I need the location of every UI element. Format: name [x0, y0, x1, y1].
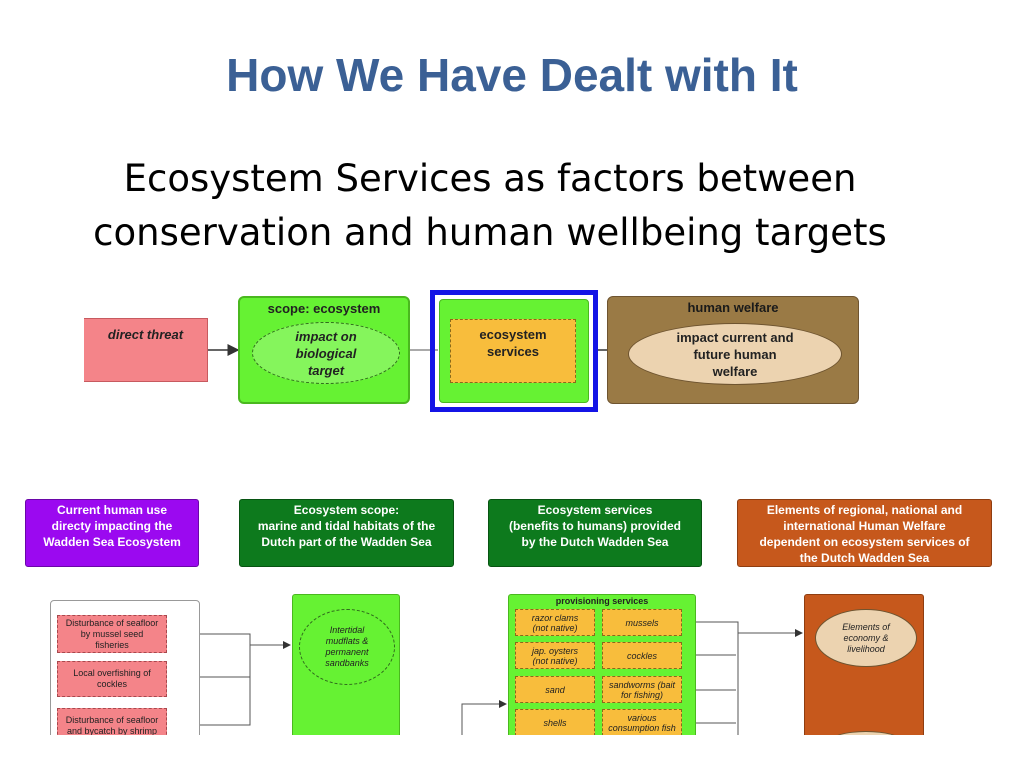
- threat-mussel-seed: Disturbance of seafloor by mussel seed f…: [57, 615, 167, 653]
- header-ecosystem-scope: Ecosystem scope: marine and tidal habita…: [239, 499, 454, 567]
- bottom-margin: [0, 735, 1024, 768]
- service-line: consumption fish: [608, 722, 676, 733]
- header-line: dependent on ecosystem services of: [759, 535, 970, 549]
- economy-line: Elements of: [842, 621, 890, 632]
- ellipse-line: impact on: [295, 328, 357, 344]
- threat-line: Local overfishing of: [73, 668, 151, 678]
- ellipse-line: biological: [295, 345, 357, 361]
- connector-threat-1: [167, 633, 291, 649]
- header-human-welfare: Elements of regional, national and inter…: [737, 499, 992, 567]
- subtitle-line-2: conservation and human wellbeing targets: [93, 211, 887, 254]
- services-line: ecosystem: [479, 327, 547, 342]
- header-line: Current human use: [56, 503, 167, 517]
- service-line: mussels: [625, 617, 659, 628]
- subtitle-line-1: Ecosystem Services as factors between: [123, 157, 857, 200]
- ellipse-line: future human: [693, 346, 777, 362]
- habitat-line: permanent: [325, 647, 369, 657]
- economy-line: livelihood: [847, 643, 885, 654]
- services-highlight-frame: [430, 290, 598, 412]
- slide-subtitle: Ecosystem Services as factors between co…: [60, 152, 920, 260]
- threat-overfishing-cockles: Local overfishing of cockles: [57, 661, 167, 697]
- service-line: sandworms (bait: [608, 679, 676, 690]
- header-line: Ecosystem scope:: [293, 503, 400, 517]
- service-shells: shells: [515, 709, 595, 736]
- human-welfare-box: human welfare impact current and future …: [607, 296, 859, 404]
- header-line: marine and tidal habitats of the: [257, 519, 436, 533]
- service-line: razor clams: [531, 612, 579, 623]
- services-line: services: [486, 344, 540, 359]
- service-line: sand: [545, 684, 565, 695]
- threat-line: Disturbance of seafloor: [65, 715, 159, 725]
- economy-column: Elements of economy & livelihood: [804, 594, 924, 753]
- header-line: (benefits to humans) provided: [508, 519, 681, 533]
- service-line: jap. oysters: [531, 645, 579, 656]
- impact-welfare-ellipse: impact current and future human welfare: [628, 323, 842, 385]
- direct-threat-box: direct threat: [84, 318, 208, 382]
- threat-line: and bycatch by shrimp: [66, 726, 158, 736]
- ellipse-line: welfare: [712, 363, 758, 379]
- welfare-header: human welfare: [687, 300, 779, 315]
- threat-line: fisheries: [95, 639, 129, 650]
- service-razor-clams: razor clams(not native): [515, 609, 595, 636]
- header-line: Wadden Sea Ecosystem: [43, 535, 181, 549]
- impact-biological-target-ellipse: impact on biological target: [252, 322, 400, 384]
- habitat-line: Intertidal: [329, 625, 365, 635]
- service-jap-oysters: jap. oysters(not native): [515, 642, 595, 669]
- service-mussels: mussels: [602, 609, 682, 636]
- habitat-line: mudflats &: [325, 636, 369, 646]
- header-line: Elements of regional, national and: [766, 503, 963, 517]
- connector-into-services: [461, 700, 507, 735]
- ellipse-line: target: [307, 362, 345, 378]
- header-ecosystem-services: Ecosystem services (benefits to humans) …: [488, 499, 702, 567]
- header-line: Dutch part of the Wadden Sea: [261, 535, 432, 549]
- header-line: the Dutch Wadden Sea: [799, 551, 930, 565]
- header-line: by the Dutch Wadden Sea: [521, 535, 669, 549]
- header-line: Ecosystem services: [537, 503, 653, 517]
- provisioning-header: provisioning services: [555, 596, 649, 606]
- scope-ecosystem-box: scope: ecosystem impact on biological ta…: [238, 296, 410, 404]
- header-human-use: Current human use directy impacting the …: [25, 499, 199, 567]
- header-line: international Human Welfare: [783, 519, 946, 533]
- service-line: for fishing): [620, 689, 664, 700]
- threat-line: Disturbance of seafloor: [65, 617, 159, 628]
- threat-line: by mussel seed: [80, 628, 144, 639]
- service-line: (not native): [532, 622, 578, 633]
- habitat-column: Intertidal mudflats & permanent sandbank…: [292, 594, 400, 744]
- service-line: (not native): [532, 655, 578, 666]
- habitat-line: sandbanks: [325, 658, 369, 668]
- scope-header: scope: ecosystem: [267, 301, 381, 316]
- slide-title: How We Have Dealt with It: [226, 49, 798, 101]
- header-line: directy impacting the: [51, 519, 173, 533]
- habitat-ellipse: Intertidal mudflats & permanent sandbank…: [299, 609, 395, 685]
- economy-line: economy &: [843, 632, 889, 643]
- service-line: various: [627, 712, 657, 723]
- service-line: shells: [543, 717, 567, 728]
- economy-ellipse: Elements of economy & livelihood: [815, 609, 917, 667]
- service-line: cockles: [626, 650, 657, 661]
- threat-line: cockles: [96, 679, 127, 689]
- service-cockles: cockles: [602, 642, 682, 669]
- service-sand: sand: [515, 676, 595, 703]
- ellipse-line: impact current and: [676, 329, 794, 345]
- ecosystem-services-box: ecosystem services: [450, 319, 576, 383]
- connector-prov-right: [688, 621, 739, 735]
